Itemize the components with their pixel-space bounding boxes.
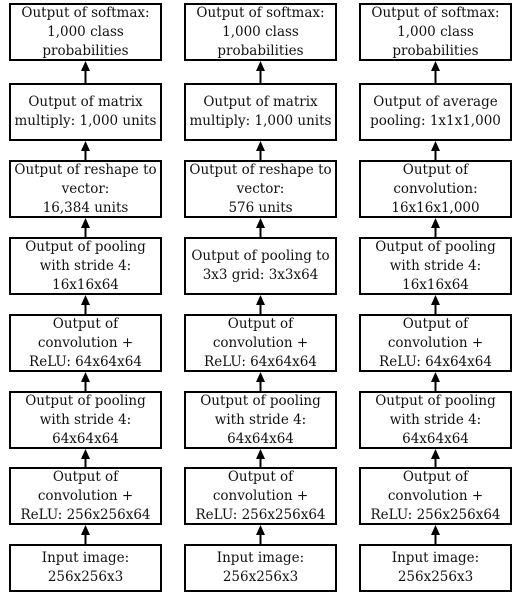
layer-label: Output of matrix multiply: 1,000 units: [189, 94, 332, 129]
up-arrow: [81, 218, 90, 237]
layer-label: Output of convolution: 16x16x1,000: [391, 161, 480, 216]
layer-box: Output of pooling with stride 4: 16x16x6…: [359, 237, 512, 295]
layer-box: Input image: 256x256x3: [359, 544, 512, 592]
up-arrow: [81, 372, 90, 391]
up-arrow: [81, 141, 90, 160]
layer-label: Output of pooling to 3x3 grid: 3x3x64: [191, 248, 330, 283]
layer-box: Output of reshape to vector: 16,384 unit…: [9, 160, 162, 218]
layer-label: Output of convolution + ReLU: 64x64x64: [29, 315, 142, 370]
layer-box: Output of matrix multiply: 1,000 units: [9, 83, 162, 141]
layer-box: Input image: 256x256x3: [184, 544, 337, 592]
layer-box: Input image: 256x256x3: [9, 544, 162, 592]
layer-label: Output of pooling with stride 4: 16x16x6…: [375, 238, 496, 293]
layer-box: Output of convolution + ReLU: 256x256x64: [184, 467, 337, 525]
layer-box: Output of pooling to 3x3 grid: 3x3x64: [184, 237, 337, 295]
layer-label: Output of pooling with stride 4: 64x64x6…: [375, 392, 496, 447]
layer-box: Output of convolution + ReLU: 64x64x64: [184, 314, 337, 372]
layer-label: Output of reshape to vector: 576 units: [189, 161, 332, 216]
layer-label: Output of convolution + ReLU: 256x256x64: [195, 468, 326, 523]
up-arrow: [256, 295, 265, 314]
up-arrow: [81, 295, 90, 314]
layer-label: Output of convolution + ReLU: 64x64x64: [204, 315, 317, 370]
up-arrow: [81, 449, 90, 467]
up-arrow: [431, 372, 440, 391]
up-arrow: [256, 449, 265, 467]
layer-box: Output of pooling with stride 4: 64x64x6…: [184, 391, 337, 449]
layer-box: Output of convolution + ReLU: 64x64x64: [359, 314, 512, 372]
up-arrow: [431, 141, 440, 160]
up-arrow: [431, 449, 440, 467]
layer-label: Output of softmax: 1,000 class probabili…: [196, 4, 325, 59]
up-arrow: [81, 525, 90, 544]
layer-label: Output of softmax: 1,000 class probabili…: [21, 4, 150, 59]
layer-label: Output of average pooling: 1x1x1,000: [370, 94, 501, 129]
up-arrow: [431, 295, 440, 314]
layer-label: Output of softmax: 1,000 class probabili…: [371, 4, 500, 59]
layer-box: Output of matrix multiply: 1,000 units: [184, 83, 337, 141]
layer-label: Output of pooling with stride 4: 16x16x6…: [25, 238, 146, 293]
up-arrow: [256, 141, 265, 160]
layer-box: Output of convolution + ReLU: 256x256x64: [9, 467, 162, 525]
layer-label: Output of pooling with stride 4: 64x64x6…: [25, 392, 146, 447]
layer-box: Output of softmax: 1,000 class probabili…: [9, 3, 162, 61]
up-arrow: [256, 372, 265, 391]
up-arrow: [256, 61, 265, 83]
layer-label: Output of convolution + ReLU: 64x64x64: [379, 315, 492, 370]
layer-label: Output of reshape to vector: 16,384 unit…: [14, 161, 157, 216]
layer-box: Output of pooling with stride 4: 16x16x6…: [9, 237, 162, 295]
up-arrow: [431, 61, 440, 83]
layer-label: Input image: 256x256x3: [41, 550, 130, 585]
layer-box: Output of pooling with stride 4: 64x64x6…: [9, 391, 162, 449]
layer-label: Output of pooling with stride 4: 64x64x6…: [200, 392, 321, 447]
layer-label: Output of convolution + ReLU: 256x256x64: [370, 468, 501, 523]
layer-box: Output of softmax: 1,000 class probabili…: [359, 3, 512, 61]
up-arrow: [256, 525, 265, 544]
layer-label: Output of convolution + ReLU: 256x256x64: [20, 468, 151, 523]
layer-box: Output of reshape to vector: 576 units: [184, 160, 337, 218]
up-arrow: [431, 525, 440, 544]
up-arrow: [81, 61, 90, 83]
layer-label: Output of matrix multiply: 1,000 units: [14, 94, 157, 129]
layer-label: Input image: 256x256x3: [216, 550, 305, 585]
layer-label: Input image: 256x256x3: [391, 550, 480, 585]
layer-box: Output of average pooling: 1x1x1,000: [359, 83, 512, 141]
layer-box: Output of softmax: 1,000 class probabili…: [184, 3, 337, 61]
up-arrow: [431, 218, 440, 237]
layer-box: Output of convolution + ReLU: 64x64x64: [9, 314, 162, 372]
layer-box: Output of pooling with stride 4: 64x64x6…: [359, 391, 512, 449]
up-arrow: [256, 218, 265, 237]
layer-box: Output of convolution + ReLU: 256x256x64: [359, 467, 512, 525]
layer-box: Output of convolution: 16x16x1,000: [359, 160, 512, 218]
